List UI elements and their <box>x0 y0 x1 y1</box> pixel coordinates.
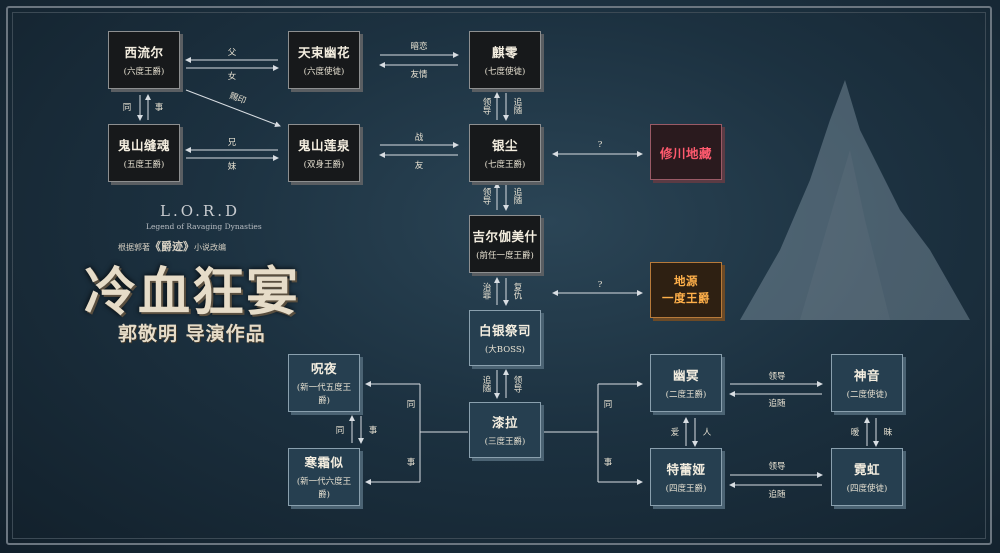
rel-crush: 暗恋 <box>410 42 428 52</box>
inner-frame <box>12 12 986 539</box>
rel-colleague-l: 同 <box>122 103 132 113</box>
node-title: (二度王爵) <box>665 389 707 400</box>
rel-lover-r: 人 <box>702 428 712 438</box>
node-name: 漆拉 <box>491 414 518 430</box>
node-yinchen: 银尘 (七度王爵) <box>469 124 541 182</box>
rel-revenge: 复仇 <box>512 282 522 300</box>
rel-colleague-bot: 事 <box>406 458 416 468</box>
node-title: (前任一度王爵) <box>476 250 534 261</box>
node-title: (二度使徒) <box>846 389 888 400</box>
node-xiliuer: 西流尔 (六度王爵) <box>108 31 180 89</box>
node-name: 呪夜 <box>310 361 337 376</box>
node-zhouye: 呪夜 (新一代五度王爵) <box>288 354 360 412</box>
node-shenyin: 神音 (二度使徒) <box>831 354 903 412</box>
node-qiling: 麒零 (七度使徒) <box>469 31 541 89</box>
node-title: (双身王爵) <box>303 159 345 170</box>
rel-unknown-2: ? <box>597 280 603 290</box>
node-title: (四度王爵) <box>665 483 707 494</box>
rel-lead: 领导 <box>768 462 786 472</box>
node-teleiya: 特蕾娅 (四度王爵) <box>650 448 722 506</box>
rel-unknown-1: ? <box>597 140 603 150</box>
node-name: 天束幽花 <box>297 44 350 60</box>
node-guishan-lianquan: 鬼山莲泉 (双身王爵) <box>288 124 360 182</box>
node-baiyin-jisi: 白银祭司 (大BOSS) <box>469 310 541 366</box>
rel-battle: 战 <box>414 133 424 143</box>
node-title: (七度王爵) <box>484 159 526 170</box>
rel-friendship: 友情 <box>410 70 428 80</box>
rel-father: 父 <box>227 48 237 58</box>
lord-subtitle: Legend of Ravaging Dynasties <box>146 222 262 231</box>
rel-sister: 妹 <box>227 162 237 172</box>
rel-follow: 追随 <box>768 490 786 500</box>
rel-follow: 追随 <box>481 375 491 393</box>
mountain-decoration <box>740 80 970 320</box>
node-title: (新一代六度王爵) <box>296 477 352 500</box>
director-credit: 郭敬明 导演作品 <box>118 323 266 345</box>
node-name: 银尘 <box>491 137 518 153</box>
node-name: 吉尔伽美什 <box>472 228 538 244</box>
rel-lead: 领导 <box>481 187 491 205</box>
node-name: 特蕾娅 <box>666 461 706 477</box>
rel-colleague-top: 同 <box>603 400 613 410</box>
node-diyuan: 地源 一度王爵 <box>650 262 722 318</box>
node-qila: 漆拉 (三度王爵) <box>469 402 541 458</box>
node-youming: 幽冥 (二度王爵) <box>650 354 722 412</box>
node-nihong: 霓虹 (四度使徒) <box>831 448 903 506</box>
node-guishan-fenghun: 鬼山缝魂 (五度王爵) <box>108 124 180 182</box>
node-name: 神音 <box>853 367 880 383</box>
node-title: (七度使徒) <box>484 66 526 77</box>
node-xiuchuan-dizang: 修川地藏 <box>650 124 722 180</box>
rel-colleague-top: 同 <box>406 400 416 410</box>
node-name: 鬼山莲泉 <box>297 137 350 153</box>
node-name: 西流尔 <box>124 44 164 60</box>
rel-lead: 领导 <box>481 97 491 115</box>
node-name: 麒零 <box>491 44 518 60</box>
rel-daughter: 女 <box>227 72 237 82</box>
node-title: (四度使徒) <box>846 483 888 494</box>
node-title: (大BOSS) <box>484 344 525 355</box>
node-name: 鬼山缝魂 <box>117 137 170 153</box>
node-name: 霓虹 <box>853 461 880 477</box>
node-name: 地源 一度王爵 <box>662 274 710 305</box>
rel-ambiguous-l: 暧 <box>850 428 860 438</box>
node-name: 修川地藏 <box>659 145 712 161</box>
rel-colleague-l: 同 <box>335 426 345 436</box>
outer-frame <box>6 6 992 545</box>
node-title: (六度王爵) <box>123 66 165 77</box>
rel-colleague-r: 事 <box>368 426 378 436</box>
lord-logo: L.O.R.D <box>160 202 241 220</box>
rel-lover-l: 爱 <box>670 428 680 438</box>
node-title: (新一代五度王爵) <box>296 383 352 406</box>
node-title: (六度使徒) <box>303 66 345 77</box>
rel-follow: 追随 <box>512 97 522 115</box>
rel-lead: 领导 <box>512 375 522 393</box>
rel-ambiguous-r: 昧 <box>883 428 893 438</box>
node-title: (五度王爵) <box>123 159 165 170</box>
rel-punish: 治罪 <box>481 282 491 300</box>
node-tianshu-youhua: 天束幽花 (六度使徒) <box>288 31 360 89</box>
rel-follow: 追随 <box>768 399 786 409</box>
rel-lead: 领导 <box>768 372 786 382</box>
node-title: (三度王爵) <box>484 436 526 447</box>
rel-brother: 兄 <box>227 138 237 148</box>
novel-credit: 根据郭著《爵迹》小说改编 <box>118 240 226 253</box>
node-name: 幽冥 <box>672 367 699 383</box>
node-name: 寒霜似 <box>304 455 344 470</box>
film-title: 冷血狂宴 <box>84 262 301 323</box>
node-hanshuangsi: 寒霜似 (新一代六度王爵) <box>288 448 360 506</box>
rel-colleague-r: 事 <box>154 103 164 113</box>
node-gilgamesh: 吉尔伽美什 (前任一度王爵) <box>469 215 541 273</box>
rel-follow: 追随 <box>512 187 522 205</box>
rel-colleague-bot: 事 <box>603 458 613 468</box>
rel-friend: 友 <box>414 161 424 171</box>
node-name: 白银祭司 <box>478 322 531 338</box>
